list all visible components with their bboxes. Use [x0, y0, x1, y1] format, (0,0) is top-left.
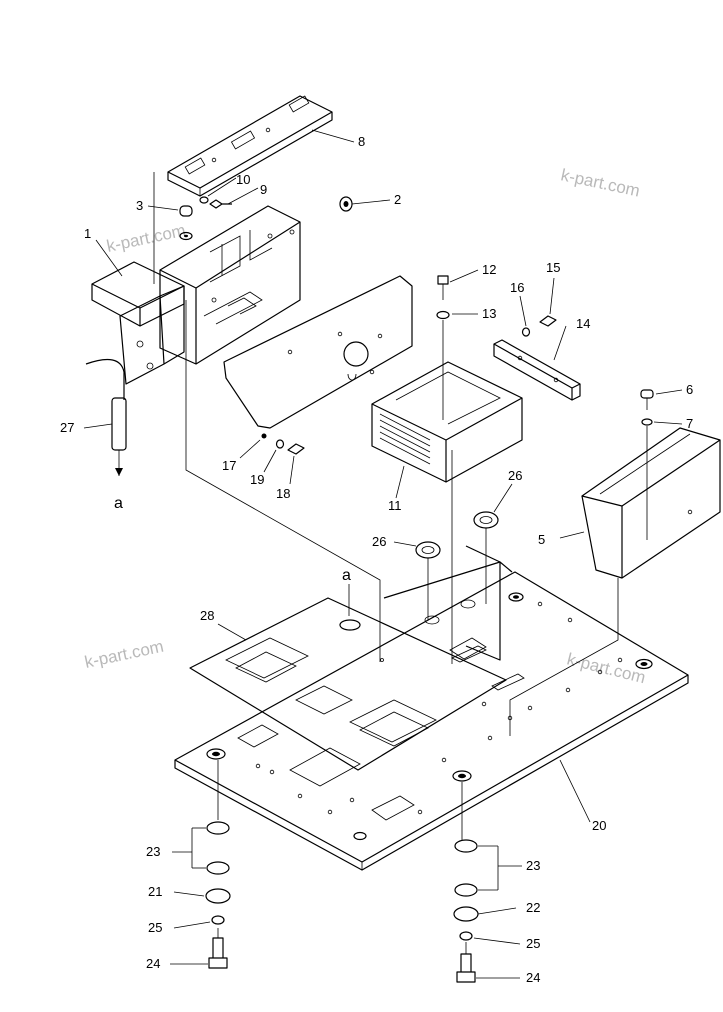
- callout-15: 15: [546, 260, 560, 275]
- bracket-part-14: [493, 339, 581, 401]
- grommet-part-26-right: [473, 511, 499, 529]
- cover-part-5: [581, 427, 721, 579]
- washer-part-21: [205, 888, 231, 904]
- washer-part-13: [436, 310, 450, 320]
- side-panel: [223, 275, 413, 429]
- mount-23-right-upper: [454, 839, 478, 853]
- callout-17: 17: [222, 458, 236, 473]
- callout-12: 12: [482, 262, 496, 277]
- callout-23-left: 23: [146, 844, 160, 859]
- floor-mat-part-28: [189, 597, 507, 771]
- grommet-part-26-left: [415, 541, 441, 559]
- callout-24-right: 24: [526, 970, 540, 985]
- callout-25-right: 25: [526, 936, 540, 951]
- top-plate-part-8: [167, 95, 333, 197]
- callout-22: 22: [526, 900, 540, 915]
- leader-lines: [83, 129, 683, 979]
- callout-2: 2: [394, 192, 401, 207]
- watermark-lower-left: k-part.com: [83, 637, 165, 672]
- washer-part-16: [521, 327, 531, 337]
- washer-part-7: [641, 418, 653, 426]
- watermark-top-right: k-part.com: [559, 165, 641, 200]
- callout-1: 1: [84, 226, 91, 241]
- callout-5: 5: [538, 532, 545, 547]
- watermark-lower-right: k-part.com: [565, 649, 648, 687]
- callout-27: 27: [60, 420, 74, 435]
- watermark-upper-left: k-part.com: [105, 221, 187, 256]
- bolt-part-12: [437, 275, 449, 285]
- callout-9: 9: [260, 182, 267, 197]
- bolt-part-15: [539, 315, 557, 327]
- callout-8: 8: [358, 134, 365, 149]
- lever-part-27: [85, 358, 125, 400]
- bolt-part-24-left: [208, 937, 228, 969]
- washer-part-19: [275, 439, 285, 449]
- washer-part-22: [453, 906, 479, 922]
- mount-23-right-lower: [454, 883, 478, 897]
- washer-part-10: [199, 196, 209, 204]
- control-box-bracket-part-1: [91, 261, 185, 385]
- rear-cover-panel: [383, 545, 525, 691]
- callout-24-left: 24: [146, 956, 160, 971]
- cap-part-3: [179, 205, 193, 217]
- reference-letter-a-mat: a: [342, 567, 351, 584]
- mount-23-left-upper: [206, 821, 230, 835]
- main-frame: [159, 205, 301, 365]
- hardware: [85, 196, 654, 983]
- callout-28: 28: [200, 608, 214, 623]
- callout-11: 11: [388, 498, 402, 513]
- washer-part-25-right: [459, 931, 473, 941]
- callout-23-right: 23: [526, 858, 540, 873]
- bolt-part-6: [640, 389, 654, 399]
- washer-part-25-left: [211, 915, 225, 925]
- mount-23-left-lower: [206, 861, 230, 875]
- box-cover-part-11: [371, 361, 523, 483]
- callout-10: 10: [236, 172, 250, 187]
- floor-plate-part-20: [174, 571, 689, 871]
- callout-26-right: 26: [508, 468, 522, 483]
- callout-25-left: 25: [148, 920, 162, 935]
- callout-labels: 1 2 3 5 6 7 8 9 10 11 12 13 14 15 16 17 …: [60, 134, 693, 985]
- callout-14: 14: [576, 316, 590, 331]
- reference-letter-a-lever: a: [114, 495, 123, 512]
- assembly-guide-lines: [153, 172, 648, 954]
- callout-18: 18: [276, 486, 290, 501]
- callout-21: 21: [148, 884, 162, 899]
- callout-6: 6: [686, 382, 693, 397]
- callout-7: 7: [686, 416, 693, 431]
- bolt-part-18: [287, 443, 305, 455]
- nut-part-17: [261, 433, 267, 439]
- callout-26-left: 26: [372, 534, 386, 549]
- callout-3: 3: [136, 198, 143, 213]
- vent-slots: [379, 413, 431, 465]
- callout-20: 20: [592, 818, 606, 833]
- bolt-part-24-right: [456, 953, 476, 983]
- bolt-part-9: [209, 199, 232, 209]
- callout-19: 19: [250, 472, 264, 487]
- callout-16: 16: [510, 280, 524, 295]
- callout-13: 13: [482, 306, 496, 321]
